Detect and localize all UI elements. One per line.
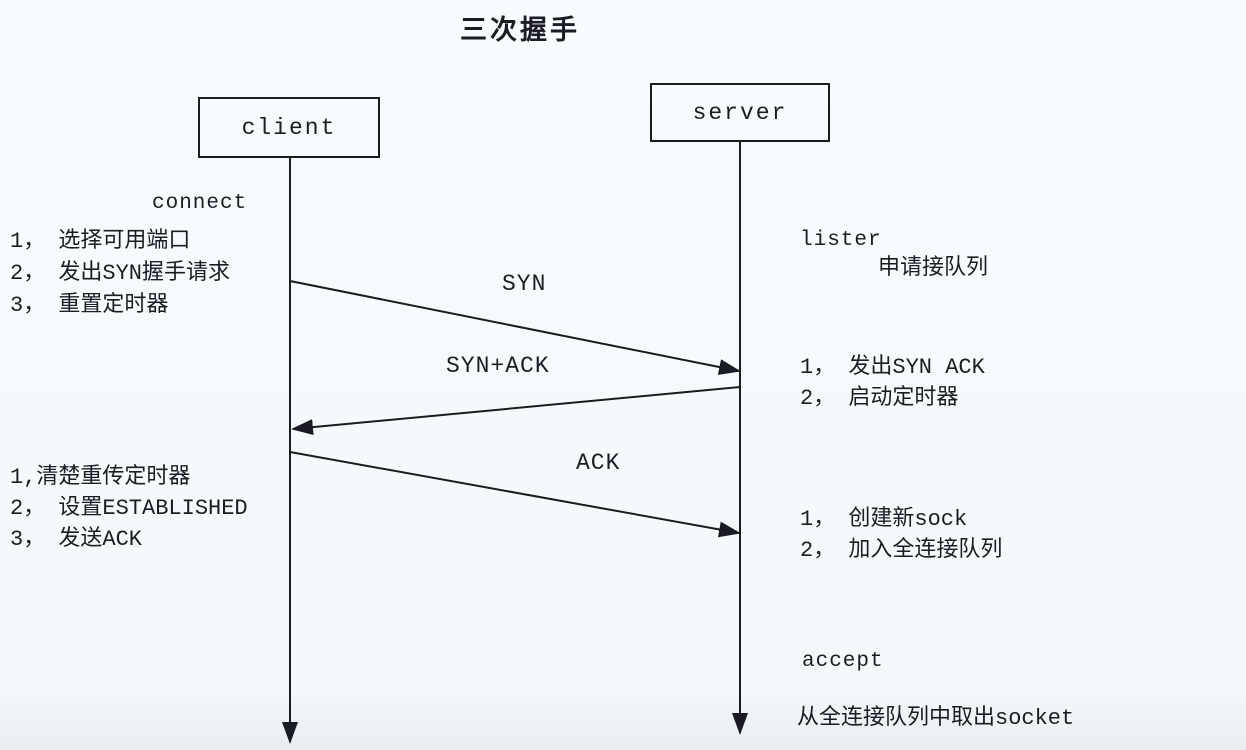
note-line: 3， 重置定时器 bbox=[10, 293, 169, 318]
note-line: 3， 发送ACK bbox=[10, 527, 143, 552]
ack-label: ACK bbox=[576, 450, 621, 476]
note-line: 1， 发出SYN ACK bbox=[800, 355, 985, 380]
ack-arrow bbox=[289, 451, 741, 538]
listen-note: 申请接队列 bbox=[878, 256, 989, 281]
server-after-syn-note: 1， 发出SYN ACK 2， 启动定时器 bbox=[800, 352, 985, 414]
listen-label: lister bbox=[800, 229, 882, 252]
server-box: server bbox=[650, 83, 830, 142]
syn-label: SYN bbox=[502, 271, 547, 297]
note-line: 1,清楚重传定时器 bbox=[10, 465, 191, 490]
client-after-syn-ack-note: 1,清楚重传定时器 2， 设置ESTABLISHED 3， 发送ACK bbox=[10, 462, 248, 555]
syn-ack-label: SYN+ACK bbox=[446, 353, 550, 379]
note-line: 1， 创建新sock bbox=[800, 507, 968, 532]
note-line: 2， 发出SYN握手请求 bbox=[10, 261, 231, 286]
server-after-ack-note: 1， 创建新sock 2， 加入全连接队列 bbox=[800, 504, 1002, 566]
connect-label: connect bbox=[152, 192, 248, 215]
client-box: client bbox=[198, 97, 380, 158]
note-line: 2， 加入全连接队列 bbox=[800, 538, 1003, 563]
note-line: 1， 选择可用端口 bbox=[10, 229, 191, 254]
accept-label: accept bbox=[802, 650, 884, 673]
client-box-label: client bbox=[241, 114, 337, 141]
diagram-title: 三次握手 bbox=[460, 18, 580, 48]
syn-arrow bbox=[289, 280, 741, 375]
client-before-syn-note: 1， 选择可用端口 2， 发出SYN握手请求 3， 重置定时器 bbox=[10, 226, 230, 322]
accept-note: 从全连接队列中取出socket bbox=[797, 706, 1075, 731]
note-line: 2， 设置ESTABLISHED bbox=[10, 496, 248, 521]
server-box-label: server bbox=[692, 99, 788, 126]
syn-ack-arrow bbox=[291, 386, 741, 436]
note-line: 2， 启动定时器 bbox=[800, 386, 959, 411]
